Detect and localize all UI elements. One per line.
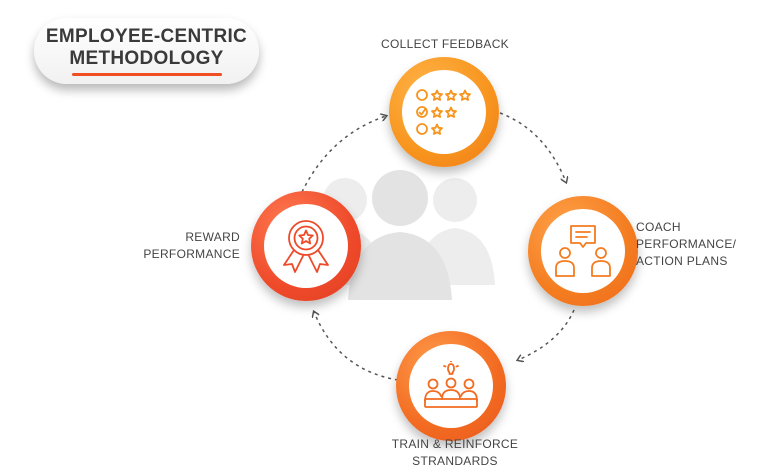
step-label-line: REWARD [185,230,240,244]
step-label-line: ACTION PLANS [636,254,728,268]
step-coach-performance-inner [541,209,625,293]
title-underline [71,73,222,76]
step-label-line: COLLECT FEEDBACK [381,37,509,51]
step-label-line: TRAIN & REINFORCE [391,437,519,451]
award-ribbon-icon [283,220,329,273]
star-rating-icon [416,89,471,135]
background-people-icon [305,170,495,300]
step-reward-performance [251,191,361,301]
step-train-reinforce [396,331,506,441]
step-label-line: COACH [636,220,681,234]
step-label-coach-performance: COACH PERFORMANCE/ ACTION PLANS [636,219,746,270]
step-label-reward-performance: REWARD PERFORMANCE [120,229,240,263]
step-collect-feedback-inner [402,70,486,154]
arrow-reward-to-feedback [301,116,386,193]
title-line-1: EMPLOYEE-CENTRIC [45,26,248,47]
step-coach-performance [528,196,638,306]
arrow-coach-to-train [518,309,575,360]
step-label-line: STRANDARDS [412,454,498,468]
step-reward-performance-inner [264,204,348,288]
step-label-line: PERFORMANCE/ [636,237,737,251]
step-label-line: PERFORMANCE [143,247,240,261]
title-pill: EMPLOYEE-CENTRIC METHODOLOGY [34,18,259,84]
arrow-train-to-reward [314,312,399,381]
coaching-conversation-icon [555,225,611,277]
step-collect-feedback [389,57,499,167]
title-line-2: METHODOLOGY [69,48,224,69]
team-meeting-icon [424,361,478,408]
step-label-collect-feedback: COLLECT FEEDBACK [380,36,510,53]
step-label-train-reinforce: TRAIN & REINFORCE STRANDARDS [380,436,530,470]
arrow-feedback-to-coach [499,112,566,182]
step-train-reinforce-inner [409,344,493,428]
